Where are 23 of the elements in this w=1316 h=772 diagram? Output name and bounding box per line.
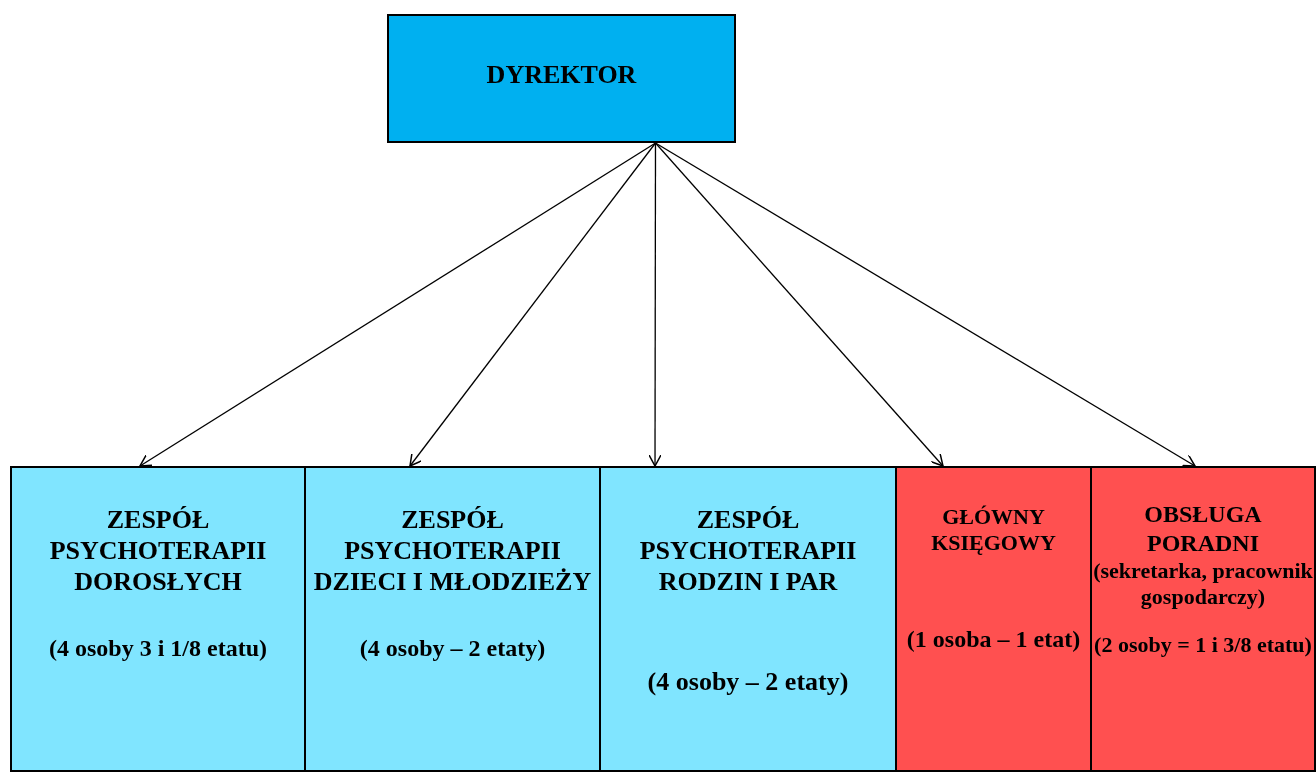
team-box [304, 466, 601, 772]
arrow [139, 142, 657, 467]
director-box [387, 14, 736, 143]
unit-title: ZESPÓŁ PSYCHOTERAPII DOROSŁYCH [48, 504, 268, 598]
arrow [654, 142, 1196, 467]
staff-note: (1 osoba – 1 etat) [906, 624, 1081, 654]
staff-note: (2 osoby = 1 i 3/8 etatu) [1094, 632, 1312, 659]
staff-note: (4 osoby – 2 etaty) [359, 633, 546, 663]
unit-title: ZESPÓŁ PSYCHOTERAPII RODZIN I PAR [638, 504, 858, 598]
staff-box [1090, 466, 1316, 772]
unit-title: OBSŁUGA PORADNI [1143, 500, 1263, 558]
staff-note: (sekretarka, pracownik gospodarczy) [1092, 557, 1314, 611]
arrow [648, 142, 662, 467]
unit-title: DYREKTOR [486, 59, 637, 91]
staff-box [895, 466, 1092, 772]
staff-note: (4 osoby 3 i 1/8 etatu) [49, 633, 267, 663]
unit-title: ZESPÓŁ PSYCHOTERAPII DZIECI I MŁODZIEŻY [312, 504, 593, 598]
unit-title: GŁÓWNY KSIĘGOWY [930, 504, 1057, 557]
arrow [409, 142, 657, 467]
team-box [599, 466, 897, 772]
arrow [654, 142, 944, 467]
staff-note: (4 osoby – 2 etaty) [647, 665, 849, 697]
team-box [10, 466, 306, 772]
